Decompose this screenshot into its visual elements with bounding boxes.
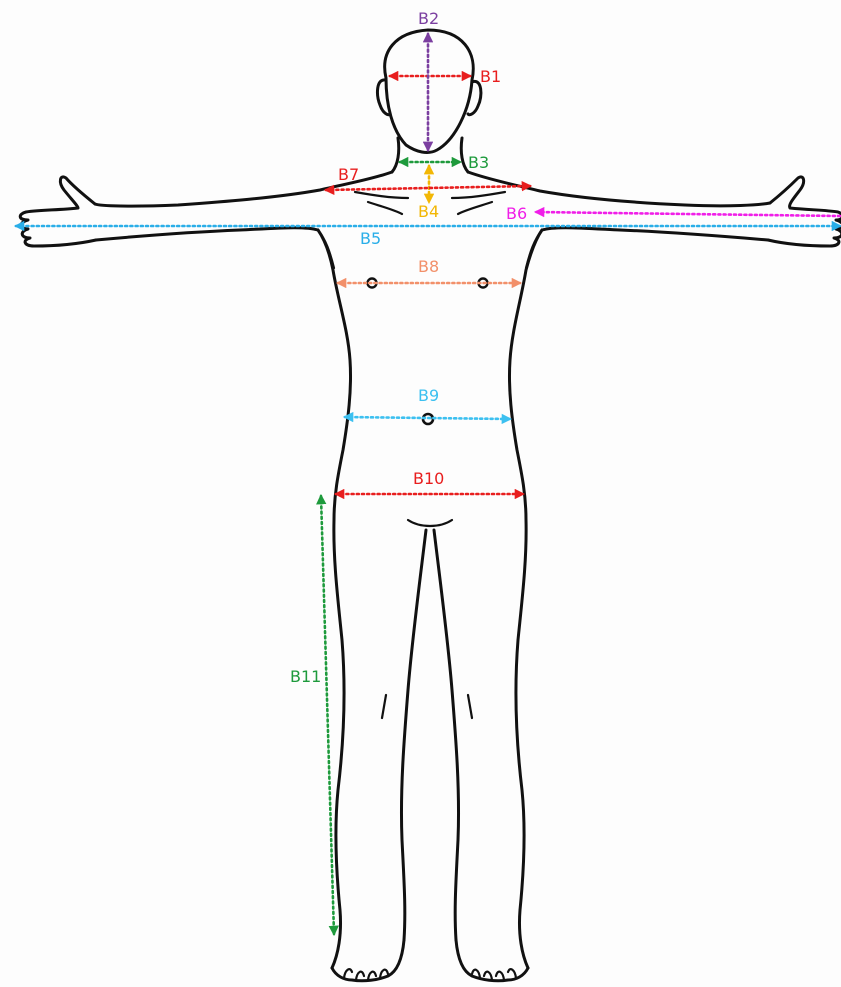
b7-label: B7 bbox=[338, 165, 359, 184]
left-collar-line bbox=[368, 202, 402, 214]
b11-label: B11 bbox=[290, 667, 321, 686]
neck-left bbox=[392, 138, 399, 172]
b9-label: B9 bbox=[418, 386, 439, 405]
left-foot bbox=[332, 940, 404, 981]
b5-label: B5 bbox=[360, 229, 381, 248]
b1-label: B1 bbox=[480, 67, 501, 86]
b2-label: B2 bbox=[418, 9, 439, 28]
right-foot bbox=[456, 940, 528, 981]
left-knee bbox=[382, 695, 386, 718]
right-hand bbox=[768, 177, 841, 246]
b6-label: B6 bbox=[506, 204, 527, 223]
b3-label: B3 bbox=[468, 153, 489, 172]
right-collar-line bbox=[458, 202, 492, 214]
upper-arm-outline-right bbox=[468, 172, 770, 206]
right-clavicle bbox=[452, 192, 505, 198]
lower-arm-left bbox=[96, 228, 318, 240]
b11-measure-line bbox=[321, 496, 334, 934]
measurement-labels: B2 B1 B3 B7 B4 B6 B5 B8 B9 B10 B11 bbox=[290, 9, 527, 686]
right-knee bbox=[468, 695, 472, 718]
lower-arm-right bbox=[542, 228, 768, 240]
b6-measure-line bbox=[536, 212, 840, 216]
inner-left-leg bbox=[401, 530, 426, 940]
b9-measure-line bbox=[345, 417, 510, 419]
left-hand bbox=[20, 177, 96, 246]
neck-right bbox=[461, 138, 468, 172]
b4-label: B4 bbox=[418, 202, 439, 221]
b8-label: B8 bbox=[418, 257, 439, 276]
left-clavicle bbox=[355, 192, 408, 198]
torso-right-side bbox=[509, 230, 542, 968]
body-outline bbox=[20, 30, 841, 981]
groin-line bbox=[408, 520, 452, 526]
inner-right-leg bbox=[434, 530, 459, 940]
torso-left-side bbox=[318, 230, 351, 968]
b10-label: B10 bbox=[413, 469, 444, 488]
